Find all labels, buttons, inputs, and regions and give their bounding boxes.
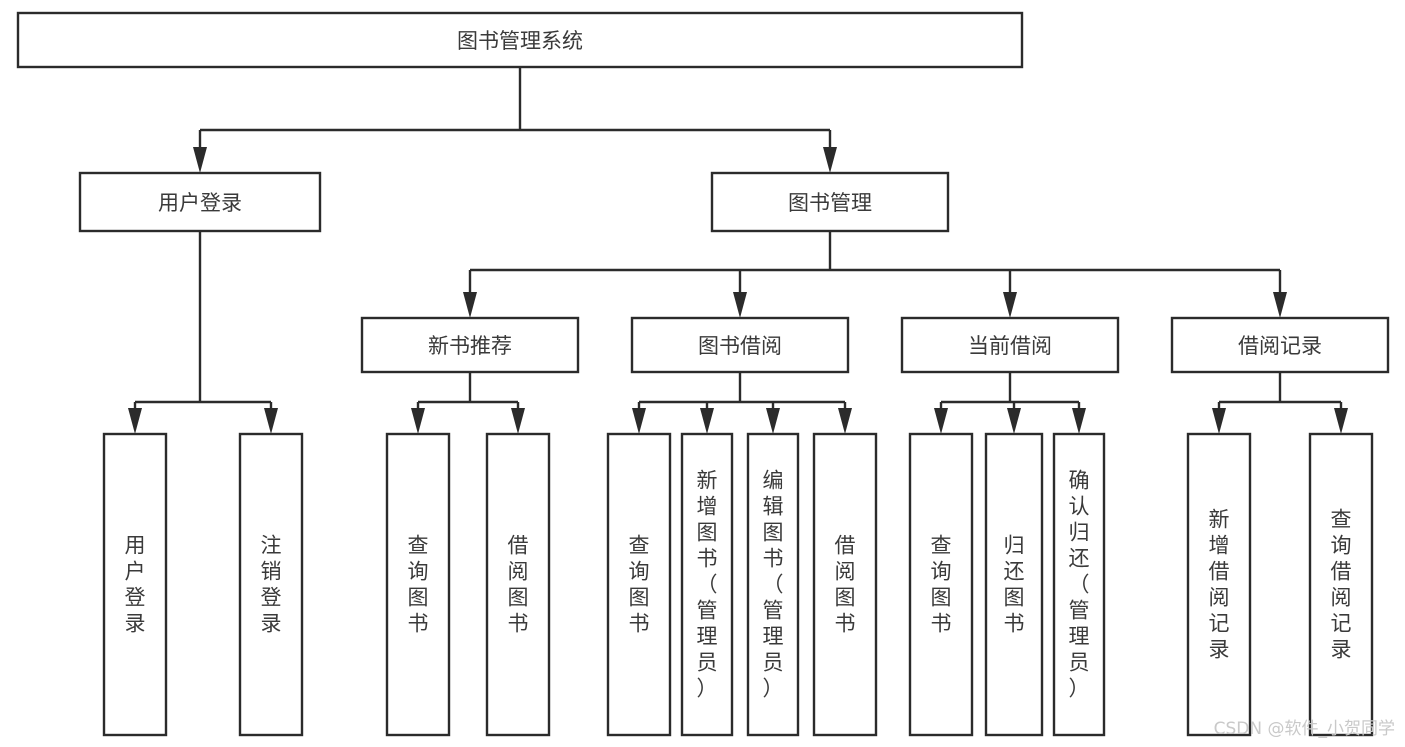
node-leaf-user-login[interactable]: 用户登录 bbox=[102, 432, 168, 737]
arrow-to-leaf-user-login bbox=[128, 408, 142, 434]
arrow-to-leaf-borrow-book-1 bbox=[511, 408, 525, 434]
node-box-leaf-confirm-return[interactable] bbox=[1052, 432, 1106, 737]
node-leaf-borrow-book-2[interactable]: 借阅图书 bbox=[812, 432, 878, 737]
node-label-leaf-borrow-book-2: 借阅图书 bbox=[835, 534, 856, 636]
node-label-user-login: 用户登录 bbox=[158, 191, 242, 215]
node-label-leaf-add-borrow-record: 新增借阅记录 bbox=[1209, 508, 1230, 662]
arrow-to-leaf-add-book bbox=[700, 408, 714, 434]
node-label-leaf-return-book: 归还图书 bbox=[1004, 534, 1025, 636]
arrow-to-leaf-query-borrow-record bbox=[1334, 408, 1348, 434]
node-label-leaf-borrow-book-1: 借阅图书 bbox=[508, 534, 529, 636]
node-leaf-query-borrow-record[interactable]: 查询借阅记录 bbox=[1308, 432, 1374, 737]
node-box-leaf-return-book[interactable] bbox=[984, 432, 1044, 737]
node-book-manage[interactable]: 图书管理 bbox=[710, 171, 950, 233]
node-leaf-edit-book[interactable]: 编辑图书（管理员） bbox=[746, 432, 800, 737]
node-box-new-book-recommend[interactable] bbox=[360, 316, 580, 374]
node-label-leaf-query-borrow-record: 查询借阅记录 bbox=[1331, 508, 1352, 662]
node-box-borrow-record[interactable] bbox=[1170, 316, 1390, 374]
arrow-to-user-login bbox=[193, 147, 207, 173]
node-box-book-manage[interactable] bbox=[710, 171, 950, 233]
node-user-login[interactable]: 用户登录 bbox=[78, 171, 322, 233]
node-leaf-confirm-return[interactable]: 确认归还（管理员） bbox=[1052, 432, 1106, 737]
node-label-leaf-query-book-1: 查询图书 bbox=[408, 534, 429, 636]
node-box-leaf-query-book-2[interactable] bbox=[606, 432, 672, 737]
node-box-user-login[interactable] bbox=[78, 171, 322, 233]
node-label-leaf-add-book: 新增图书（管理员） bbox=[697, 469, 718, 701]
node-leaf-logout-login[interactable]: 注销登录 bbox=[238, 432, 304, 737]
arrow-to-new-book-recommend bbox=[463, 292, 477, 318]
node-box-root[interactable] bbox=[16, 11, 1024, 69]
node-box-leaf-add-book[interactable] bbox=[680, 432, 734, 737]
node-label-leaf-confirm-return: 确认归还（管理员） bbox=[1069, 469, 1090, 701]
node-leaf-query-book-2[interactable]: 查询图书 bbox=[606, 432, 672, 737]
node-layer: 图书管理系统用户登录图书管理新书推荐图书借阅当前借阅借阅记录用户登录注销登录查询… bbox=[16, 11, 1390, 737]
node-box-leaf-borrow-book-2[interactable] bbox=[812, 432, 878, 737]
node-box-leaf-query-book-3[interactable] bbox=[908, 432, 974, 737]
arrow-to-leaf-confirm-return bbox=[1072, 408, 1086, 434]
arrow-to-leaf-return-book bbox=[1007, 408, 1021, 434]
node-leaf-borrow-book-1[interactable]: 借阅图书 bbox=[485, 432, 551, 737]
node-label-leaf-query-book-3: 查询图书 bbox=[931, 534, 952, 636]
node-book-borrow[interactable]: 图书借阅 bbox=[630, 316, 850, 374]
node-label-leaf-query-book-2: 查询图书 bbox=[629, 534, 650, 636]
node-box-leaf-edit-book[interactable] bbox=[746, 432, 800, 737]
arrow-to-leaf-query-book-3 bbox=[934, 408, 948, 434]
arrow-to-book-manage bbox=[823, 147, 837, 173]
node-label-book-borrow: 图书借阅 bbox=[698, 334, 782, 358]
node-box-leaf-add-borrow-record[interactable] bbox=[1186, 432, 1252, 737]
arrow-to-borrow-record bbox=[1273, 292, 1287, 318]
node-root[interactable]: 图书管理系统 bbox=[16, 11, 1024, 69]
node-box-leaf-query-book-1[interactable] bbox=[385, 432, 451, 737]
node-label-leaf-edit-book: 编辑图书（管理员） bbox=[763, 469, 784, 701]
node-box-book-borrow[interactable] bbox=[630, 316, 850, 374]
arrow-to-leaf-borrow-book-2 bbox=[838, 408, 852, 434]
node-leaf-query-book-3[interactable]: 查询图书 bbox=[908, 432, 974, 737]
node-label-leaf-logout-login: 注销登录 bbox=[261, 534, 282, 636]
node-label-book-manage: 图书管理 bbox=[788, 191, 872, 215]
node-leaf-add-book[interactable]: 新增图书（管理员） bbox=[680, 432, 734, 737]
csdn-watermark: CSDN @软件_小贺同学 bbox=[1214, 719, 1395, 739]
node-label-current-borrow: 当前借阅 bbox=[968, 334, 1052, 358]
node-box-current-borrow[interactable] bbox=[900, 316, 1120, 374]
node-leaf-query-book-1[interactable]: 查询图书 bbox=[385, 432, 451, 737]
arrow-to-leaf-edit-book bbox=[766, 408, 780, 434]
arrow-to-leaf-add-borrow-record bbox=[1212, 408, 1226, 434]
node-leaf-return-book[interactable]: 归还图书 bbox=[984, 432, 1044, 737]
node-label-new-book-recommend: 新书推荐 bbox=[428, 334, 512, 358]
arrow-to-leaf-query-book-2 bbox=[632, 408, 646, 434]
node-box-leaf-user-login[interactable] bbox=[102, 432, 168, 737]
arrow-to-leaf-query-book-1 bbox=[411, 408, 425, 434]
node-current-borrow[interactable]: 当前借阅 bbox=[900, 316, 1120, 374]
node-new-book-recommend[interactable]: 新书推荐 bbox=[360, 316, 580, 374]
node-leaf-add-borrow-record[interactable]: 新增借阅记录 bbox=[1186, 432, 1252, 737]
node-label-root: 图书管理系统 bbox=[457, 29, 583, 53]
arrow-to-current-borrow bbox=[1003, 292, 1017, 318]
connector-layer bbox=[128, 67, 1348, 434]
arrow-to-book-borrow bbox=[733, 292, 747, 318]
node-label-leaf-user-login: 用户登录 bbox=[125, 534, 146, 636]
arrow-to-leaf-logout-login bbox=[264, 408, 278, 434]
node-box-leaf-query-borrow-record[interactable] bbox=[1308, 432, 1374, 737]
node-label-borrow-record: 借阅记录 bbox=[1238, 334, 1322, 358]
node-box-leaf-borrow-book-1[interactable] bbox=[485, 432, 551, 737]
node-borrow-record[interactable]: 借阅记录 bbox=[1170, 316, 1390, 374]
node-box-leaf-logout-login[interactable] bbox=[238, 432, 304, 737]
